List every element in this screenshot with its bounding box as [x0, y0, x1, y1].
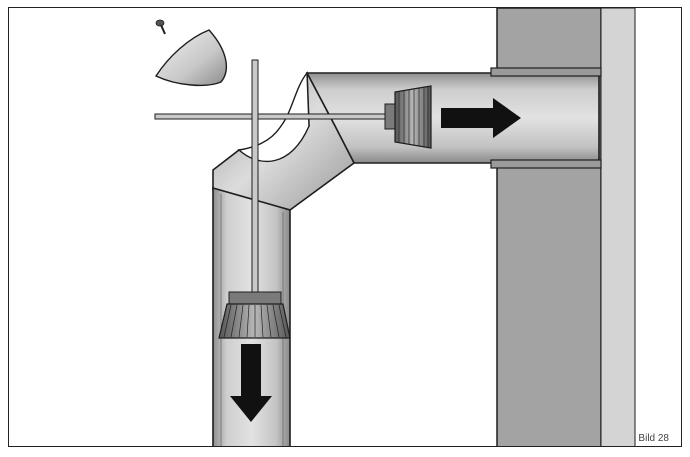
chimney-brush-horizontal [384, 85, 432, 149]
vertical-cleaning-rod [251, 59, 259, 293]
screw-icon [155, 19, 166, 35]
figure-label: Bild 28 [638, 433, 669, 444]
chimney-brush-vertical [218, 291, 291, 339]
horizontal-cleaning-rod [154, 113, 388, 120]
flue-pipe-cleaning-diagram [154, 8, 636, 446]
cleaning-cover-icon [154, 29, 228, 87]
arrow-down-icon [230, 344, 272, 422]
figure-frame: Bild 28 [8, 7, 682, 447]
arrow-right-icon [441, 98, 521, 138]
cleaning-opening [237, 71, 310, 163]
